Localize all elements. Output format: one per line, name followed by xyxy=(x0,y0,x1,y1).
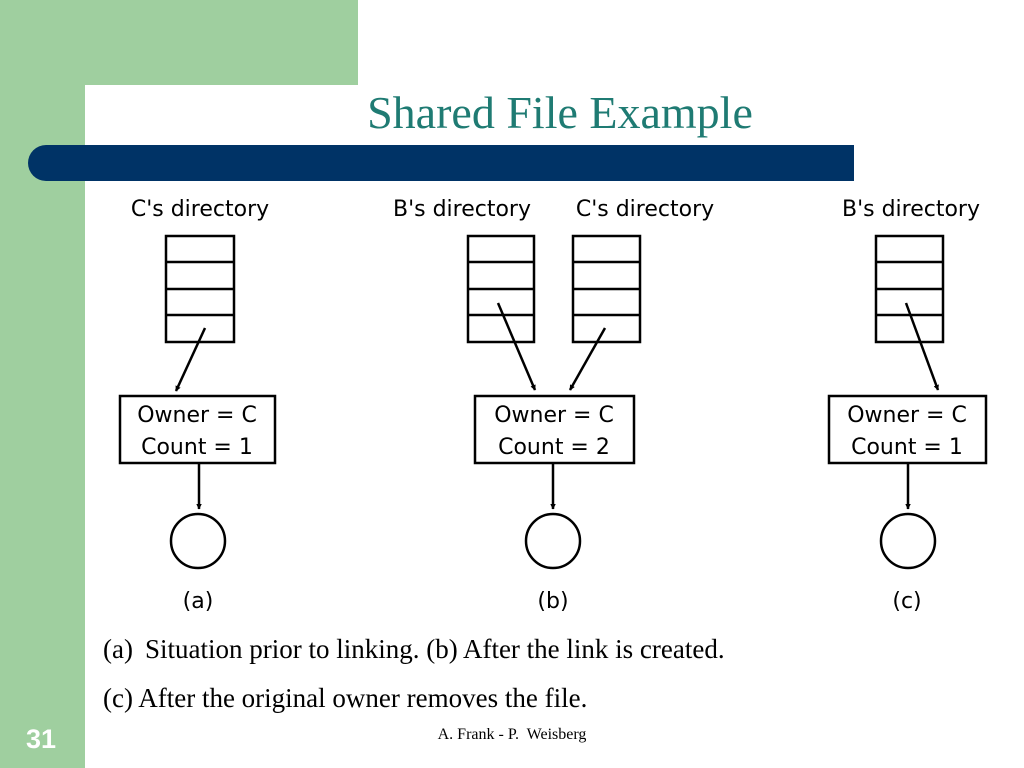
caption-line-2: (c) After the original owner removes the… xyxy=(103,683,588,713)
directory-table-c xyxy=(164,234,236,344)
link-arrow xyxy=(568,327,607,391)
left-green-band xyxy=(0,0,85,768)
directory-table-b xyxy=(466,234,536,344)
panel-label-c: (c) xyxy=(892,589,921,614)
link-arrow xyxy=(904,302,940,391)
panel-c: B's directory Owner = C Count = 1 (c) xyxy=(827,197,988,614)
slide-title: Shared File Example xyxy=(367,87,753,138)
link-arrow xyxy=(174,327,207,392)
caption-label-a: (a) xyxy=(103,634,133,664)
inode-count: Count = 1 xyxy=(851,435,963,460)
inode-owner: Owner = C xyxy=(137,403,257,428)
inode-box xyxy=(473,394,636,465)
directory-label-c: C's directory xyxy=(131,197,269,222)
top-green-band xyxy=(0,0,358,85)
directory-label-c: C's directory xyxy=(576,197,714,222)
title-underline-bar xyxy=(28,145,854,181)
panel-label-b: (b) xyxy=(537,589,568,614)
slide-number: 31 xyxy=(25,724,57,754)
file-data-circle xyxy=(524,512,582,570)
panel-a: C's directory Owner = C Count = 1 (a) xyxy=(118,197,277,614)
directory-label-b: B's directory xyxy=(393,197,531,222)
inode-count: Count = 1 xyxy=(141,435,253,460)
directory-table-b xyxy=(874,234,945,344)
inode-owner: Owner = C xyxy=(494,403,614,428)
file-data-circle xyxy=(879,512,937,570)
directory-label-b: B's directory xyxy=(842,197,980,222)
caption-line-1: (a) Situation prior to linking. (b) After… xyxy=(103,634,725,665)
caption-text-a-b: Situation prior to linking. (b) After th… xyxy=(144,634,725,664)
file-data-circle xyxy=(169,512,227,570)
directory-table-c xyxy=(571,234,642,344)
inode-owner: Owner = C xyxy=(847,403,967,428)
panel-b: B's directory C's directory Owner = C Co… xyxy=(393,197,714,614)
inode-box xyxy=(118,394,277,465)
inode-count: Count = 2 xyxy=(498,435,610,460)
link-arrow xyxy=(496,302,537,391)
panel-label-a: (a) xyxy=(183,589,214,614)
footer-author: A. Frank - P. Weisberg xyxy=(437,726,587,743)
